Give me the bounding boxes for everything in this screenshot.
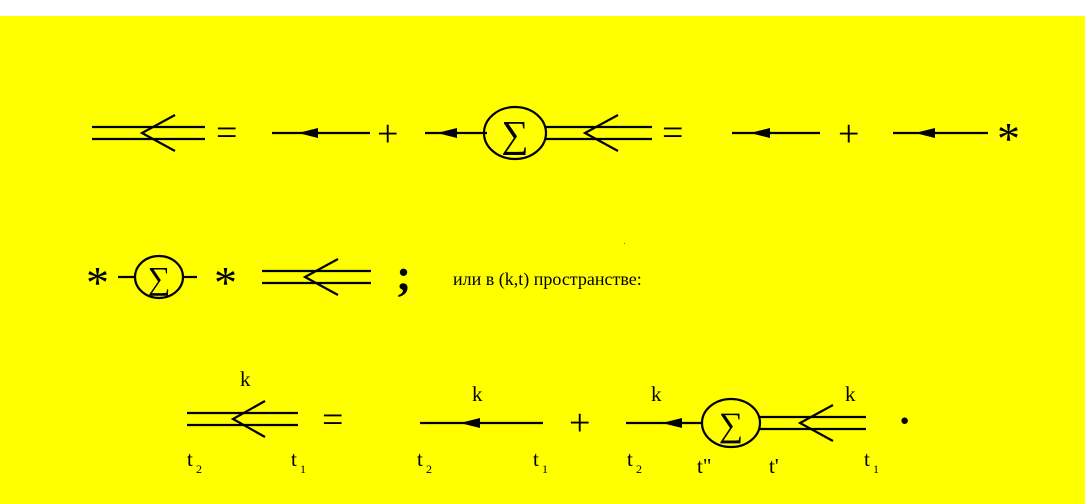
row-2-equation: * ∑ * ; или в (k,t) пространстве: (86, 243, 642, 308)
final-period: · (898, 398, 911, 443)
plus-sign-3: + (569, 402, 590, 444)
sigma-symbol-2: ∑ (148, 260, 171, 296)
label-k-1: k (240, 367, 251, 391)
label-t1-right: t 1 (864, 447, 879, 476)
svg-text:t: t (291, 447, 297, 471)
label-t-double-prime: t" (697, 454, 711, 478)
svg-text:t: t (864, 447, 870, 471)
svg-text:2: 2 (636, 462, 642, 476)
bare-propagator-4 (893, 128, 988, 138)
equals-sign-1: = (216, 112, 237, 154)
label-t1-left: t 1 (291, 447, 306, 476)
svg-text:t: t (417, 447, 423, 471)
svg-text:t: t (533, 447, 539, 471)
bare-propagator-3 (732, 128, 820, 138)
label-k-2: k (472, 382, 483, 406)
top-white-strip (0, 0, 1085, 16)
plus-sign-2: + (838, 113, 859, 155)
full-propagator-3 (262, 258, 371, 296)
plus-sign-1: + (377, 113, 398, 155)
bare-propagator-labeled: k t 2 t 1 (417, 382, 548, 476)
svg-text:2: 2 (426, 462, 432, 476)
label-k-3: k (651, 382, 662, 406)
caption-k-t-space: или в (k,t) пространстве: (453, 269, 642, 290)
svg-text:1: 1 (542, 462, 548, 476)
star-symbol-2: * (86, 257, 109, 308)
star-symbol-3: * (214, 257, 237, 308)
svg-text:1: 1 (873, 462, 879, 476)
tiny-dot (624, 243, 625, 244)
bare-propagator-2 (425, 128, 487, 138)
label-t-prime: t' (769, 454, 779, 478)
self-energy-circle-1: ∑ (482, 105, 548, 161)
label-k-4: k (845, 382, 856, 406)
full-propagator-1 (92, 114, 205, 152)
equals-sign-2: = (662, 112, 683, 154)
self-energy-circle-2: ∑ (133, 254, 185, 300)
full-propagator-2 (546, 114, 652, 152)
svg-text:1: 1 (300, 462, 306, 476)
semicolon: ; (396, 249, 411, 300)
label-t1-mid: t 1 (533, 447, 548, 476)
full-propagator-labeled: k t 2 t 1 (187, 367, 306, 476)
bare-propagator-1 (272, 128, 370, 138)
svg-text:t: t (627, 447, 633, 471)
label-t2-right: t 2 (627, 447, 642, 476)
row-1-equation: = + ∑ = + * (92, 105, 1020, 164)
svg-text:t: t (187, 447, 193, 471)
label-t2-left: t 2 (187, 447, 202, 476)
svg-text:2: 2 (196, 462, 202, 476)
row-3-equation: k t 2 t 1 = k t 2 t 1 (187, 367, 911, 478)
sigma-symbol-3: ∑ (719, 407, 743, 444)
star-symbol-1: * (997, 113, 1020, 164)
self-energy-term-labeled: k ∑ k t 2 t" t' t 1 (626, 382, 879, 478)
self-energy-circle-3: ∑ (700, 397, 762, 449)
equals-sign-3: = (322, 399, 343, 441)
sigma-symbol-1: ∑ (501, 114, 528, 156)
label-t2-mid: t 2 (417, 447, 432, 476)
